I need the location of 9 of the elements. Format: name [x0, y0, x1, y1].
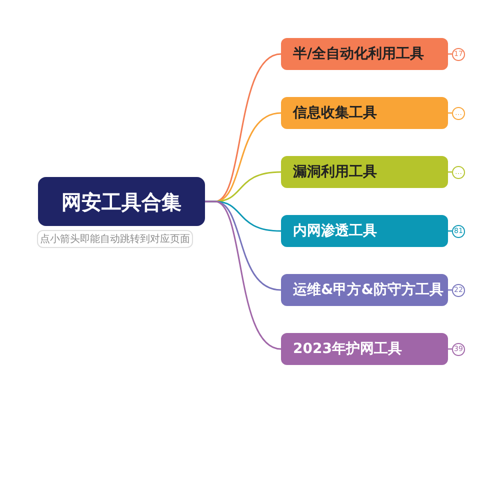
branch-topic: 信息收集工具	[281, 97, 448, 129]
central-topic: 网安工具合集	[38, 177, 205, 226]
branch-connector	[205, 200, 282, 350]
branch-topic: 漏洞利用工具	[281, 156, 448, 188]
branch-topic: 半/全自动化利用工具	[281, 38, 448, 70]
branch-topic: 运维&甲方&防守方工具	[281, 274, 448, 306]
branch-topic: 内网渗透工具	[281, 215, 448, 247]
note-label: 点小箭头即能自动跳转到对应页面	[37, 230, 193, 248]
branch-topic: 2023年护网工具	[281, 333, 448, 365]
